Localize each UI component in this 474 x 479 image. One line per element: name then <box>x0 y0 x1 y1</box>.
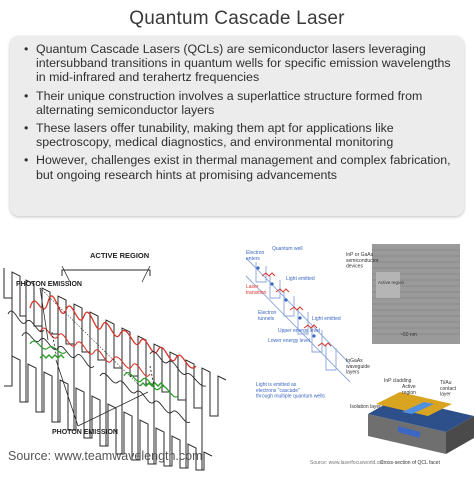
transition-arrow <box>149 365 155 387</box>
emission-arrows <box>261 272 332 347</box>
label-lower-energy: Lower energy level <box>268 338 310 344</box>
summary-card: Quantum Cascade Lasers (QCLs) are semico… <box>10 36 464 216</box>
valence-band-edge <box>4 355 213 471</box>
label-isolation-layer: Isolation layer <box>350 404 381 410</box>
active-region-bracket <box>61 269 151 276</box>
bullet-item: Quantum Cascade Lasers (QCLs) are semico… <box>24 42 454 85</box>
label-light-emitted-1: Light emitted <box>286 276 315 282</box>
label-upper-energy: Upper energy level <box>278 328 320 334</box>
sem-layers <box>372 249 460 335</box>
active-region-label: ACTIVE REGION <box>90 251 149 260</box>
bullet-item: These lasers offer tunability, making th… <box>24 121 454 149</box>
leader-line <box>61 265 71 283</box>
red-wavefunction-2 <box>39 327 151 377</box>
leader-line <box>55 359 79 427</box>
leader-line <box>141 265 151 283</box>
figure-area: ACTIVE REGION PHOTON EMISSION PHOTON EMI… <box>0 236 474 474</box>
label-active-region: Active region <box>378 280 405 285</box>
label-light-emitted-2: Light emitted <box>312 316 341 322</box>
source-credit: Source: www.teamwavelength.com <box>8 449 203 463</box>
sem-active-box <box>376 272 400 298</box>
photon-wave-2 <box>139 382 165 387</box>
label-inp-cladding: InP cladding <box>384 378 412 384</box>
transition-arrow <box>51 331 57 355</box>
label-quantum-well: Quantum well <box>272 246 303 252</box>
leader-line <box>39 287 49 341</box>
label-source-credit: Source: www.laserfocusworld.com <box>310 460 386 466</box>
page-title: Quantum Cascade Laser <box>129 8 345 29</box>
photon-wave-1 <box>39 354 65 359</box>
conduction-band-edge <box>3 268 227 417</box>
black-wavefunction <box>21 332 191 423</box>
bullet-item: Their unique construction involves a sup… <box>24 89 454 117</box>
leader-line <box>77 391 149 427</box>
green-wavefunction <box>29 340 179 398</box>
label-cross-section: Cross-section of QCL facet <box>380 460 440 466</box>
red-wavefunction <box>29 295 197 369</box>
photon-emission-label-top: PHOTON EMISSION <box>16 281 82 288</box>
bullet-item: However, challenges exist in thermal man… <box>24 153 454 181</box>
label-scale: ~50 nm <box>400 332 417 338</box>
bullet-list: Quantum Cascade Lasers (QCLs) are semico… <box>10 36 464 182</box>
band-diagram: ACTIVE REGION PHOTON EMISSION PHOTON EMI… <box>3 251 227 471</box>
photon-emission-label-bottom: PHOTON EMISSION <box>52 429 118 436</box>
black-wavefunction-2 <box>7 310 207 387</box>
qcl-device <box>368 392 474 454</box>
figure-svg: ACTIVE REGION PHOTON EMISSION PHOTON EMI… <box>3 244 474 471</box>
electron-dots <box>256 266 316 338</box>
